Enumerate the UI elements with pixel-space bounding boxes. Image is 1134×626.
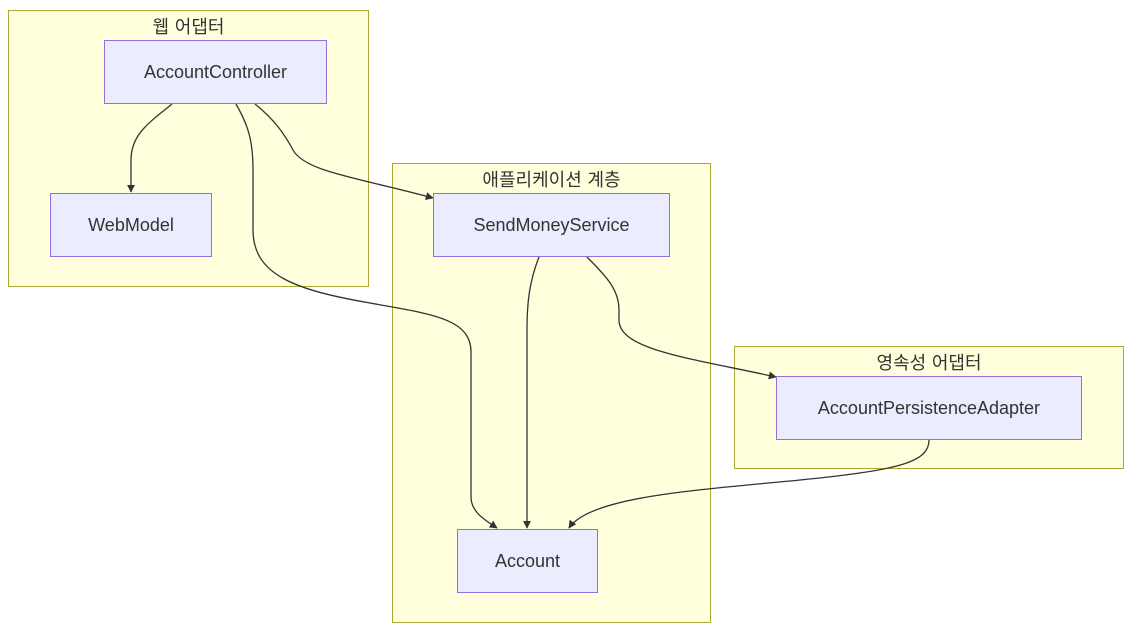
node-account-label: Account xyxy=(494,550,561,571)
node-account[interactable]: Account xyxy=(457,529,598,593)
node-account-persistence-adapter-label: AccountPersistenceAdapter xyxy=(817,397,1041,418)
node-web-model[interactable]: WebModel xyxy=(50,193,212,257)
node-web-model-label: WebModel xyxy=(88,214,174,235)
node-send-money-service[interactable]: SendMoneyService xyxy=(433,193,670,257)
node-account-persistence-adapter[interactable]: AccountPersistenceAdapter xyxy=(776,376,1082,440)
cluster-web-adapter-title: 웹 어댑터 xyxy=(152,17,225,38)
cluster-application-layer-title: 애플리케이션 계층 xyxy=(482,170,621,191)
cluster-persistence-adapter-title: 영속성 어댑터 xyxy=(876,353,982,374)
node-account-controller[interactable]: AccountController xyxy=(104,40,327,104)
node-account-controller-label: AccountController xyxy=(143,61,288,82)
node-send-money-service-label: SendMoneyService xyxy=(473,214,630,235)
